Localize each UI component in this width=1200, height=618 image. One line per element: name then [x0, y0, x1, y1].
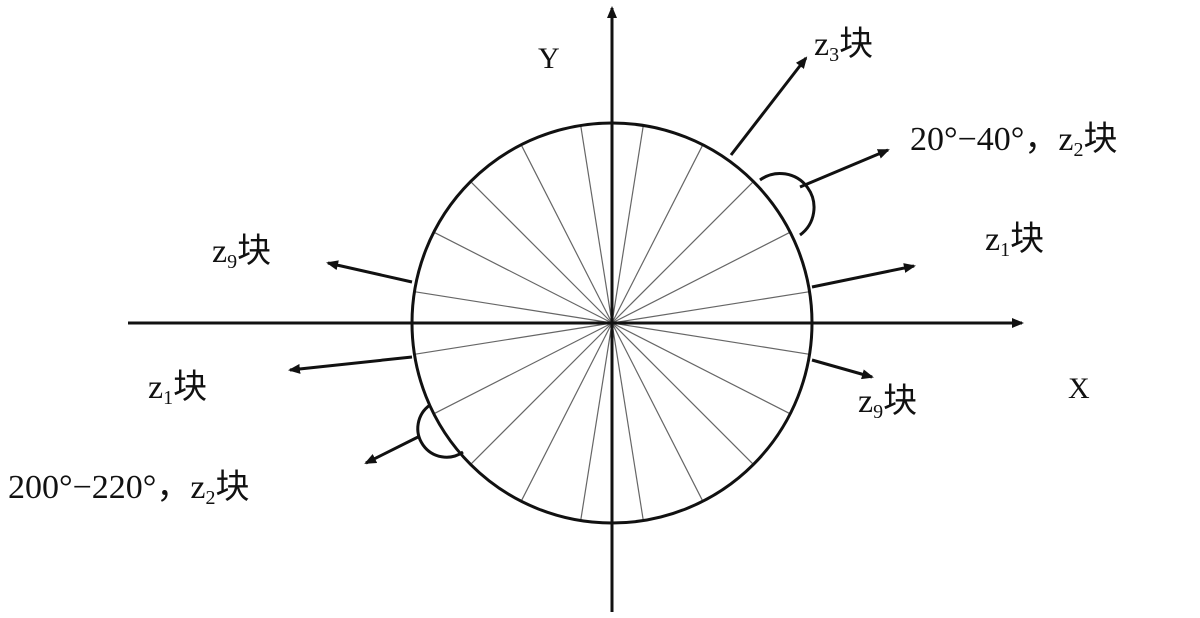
zone-label-z3-right: z3块 [814, 26, 873, 66]
sector-spoke [520, 322, 613, 502]
sector-spoke [611, 125, 644, 324]
y-axis-label: Y [538, 42, 560, 75]
sector-spoke [611, 144, 704, 324]
sector-spoke [433, 231, 613, 324]
sector-spoke [580, 125, 613, 324]
sector-spoke [433, 322, 613, 415]
arrow-z2-left [364, 434, 421, 465]
x-axis-label: X [1068, 372, 1090, 405]
sector-spoke [520, 144, 613, 324]
zone-label-z1-right: z1块 [985, 221, 1044, 261]
sector-spoke [611, 291, 810, 324]
sector-spoke [414, 291, 613, 324]
zone-label-z2-left: 200°−220°，z2块 [8, 469, 249, 509]
zone-label-z9-right: z9块 [858, 383, 917, 423]
sector-spoke [611, 231, 791, 324]
z2-left-bump [416, 403, 464, 459]
sector-spokes [414, 125, 810, 521]
sector-spoke [470, 181, 613, 324]
zone-label-z2-right: 20°−40°，z2块 [910, 121, 1117, 161]
arrow-z9-left [326, 260, 413, 284]
sector-spoke [470, 322, 613, 465]
z2-right-bump [759, 172, 816, 237]
sector-spoke [611, 181, 754, 324]
zone-label-z1-left: z1块 [148, 369, 207, 409]
sector-spoke [611, 322, 704, 502]
zone-label-z9-left: z9块 [212, 233, 271, 273]
sector-spoke [580, 322, 613, 521]
sector-spoke [611, 322, 644, 521]
arrow-z3-right [729, 56, 808, 156]
sector-spoke [414, 322, 613, 355]
arrow-z2-right [799, 148, 890, 189]
sector-spoke [611, 322, 791, 415]
arrow-z9-right [811, 358, 874, 380]
arrow-z1-left [288, 355, 413, 374]
sector-spoke [611, 322, 754, 465]
sector-spoke [611, 322, 810, 355]
arrow-z1-right [811, 263, 916, 289]
